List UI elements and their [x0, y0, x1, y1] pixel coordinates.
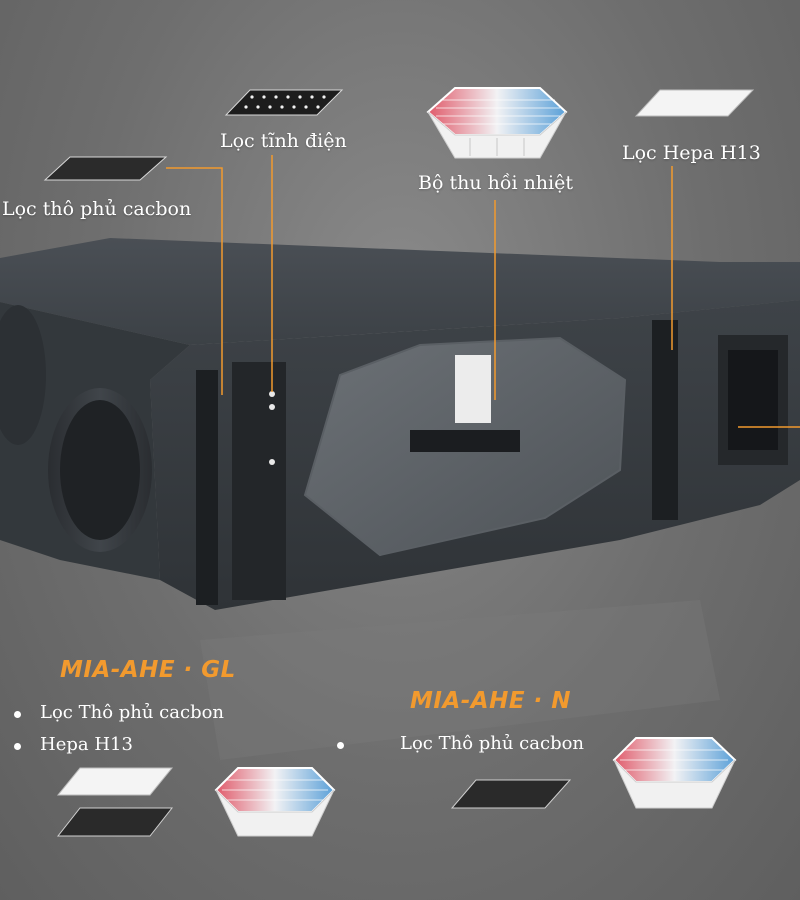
- model-name-gl: MIA-AHE · GL: [60, 657, 236, 683]
- gl-feature-2: Hepa H13: [40, 734, 133, 755]
- n-feature-1: Lọc Thô phủ cacbon: [400, 733, 585, 754]
- filter-slot-hepa: [652, 320, 678, 520]
- panel-sticker: [455, 355, 491, 423]
- filter-slot-coarse: [196, 370, 218, 605]
- bullet-icon: [14, 711, 21, 718]
- callout-coarse-carbon: Lọc thô phủ cacbon: [2, 198, 192, 220]
- bullet-icon: [14, 743, 21, 750]
- callout-hepa: Lọc Hepa H13: [622, 142, 761, 164]
- gl-hepa-filter-icon: [56, 767, 174, 796]
- carbon-filter-icon: [43, 156, 168, 181]
- gl-heat-recovery-icon: [214, 767, 336, 837]
- n-carbon-filter-icon: [450, 779, 572, 809]
- bullet-icon: [337, 742, 344, 749]
- leader-lines: [166, 155, 800, 428]
- callout-electrostatic: Lọc tĩnh điện: [220, 130, 347, 152]
- gl-feature-1: Lọc Thô phủ cacbon: [40, 702, 225, 723]
- panel-handle: [410, 430, 520, 452]
- device-top: [0, 238, 800, 345]
- electrostatic-filter-icon: [224, 89, 344, 116]
- heat-recovery-icon: [426, 87, 568, 159]
- model-name-n: MIA-AHE · N: [410, 688, 572, 714]
- n-heat-recovery-icon: [612, 737, 737, 809]
- hepa-filter-icon: [634, 89, 755, 117]
- callout-heat-recovery: Bộ thu hồi nhiệt: [418, 172, 573, 194]
- filter-slot-electrostatic: [232, 362, 286, 600]
- gl-carbon-filter-icon: [56, 807, 174, 837]
